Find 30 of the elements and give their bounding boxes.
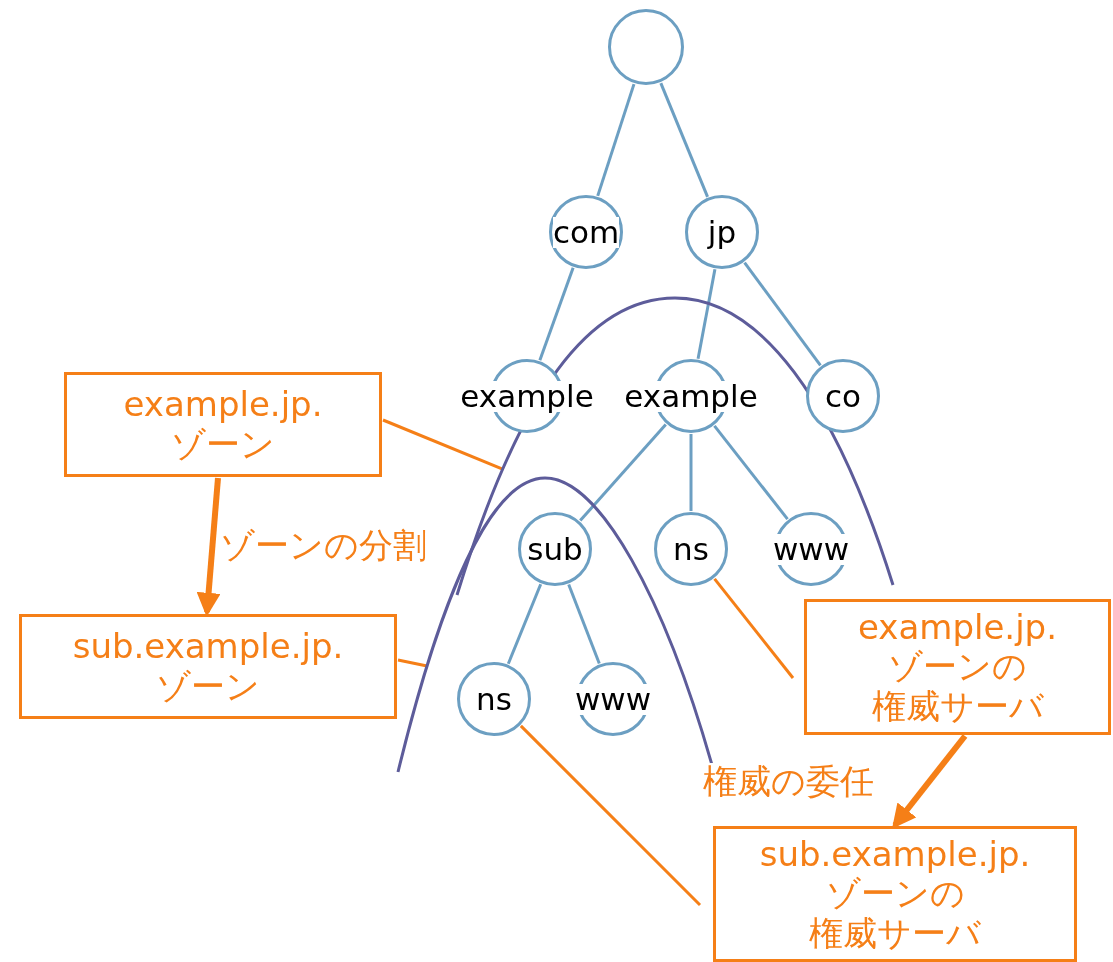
tree-line xyxy=(596,83,636,197)
tree-line xyxy=(696,269,717,359)
leader-line xyxy=(382,418,504,471)
zone-boundary-arc xyxy=(456,297,894,596)
zone-box xyxy=(713,826,1077,962)
zone-box xyxy=(64,372,382,477)
leader-line xyxy=(397,658,428,668)
edge-label: ゾーンの分割 xyxy=(220,527,427,565)
zone-box xyxy=(804,599,1111,735)
domain-label: www xyxy=(772,533,850,565)
zone-label: example.jp.ゾーン xyxy=(122,385,324,464)
tree-line xyxy=(659,82,709,198)
domain-label: www xyxy=(574,683,652,715)
zone-label: example.jp.ゾーンの権威サーバ xyxy=(857,608,1058,726)
domain-label: example xyxy=(624,380,758,412)
tree-line xyxy=(506,583,543,665)
zone-label: sub.example.jp.ゾーン xyxy=(72,627,344,706)
tree-line xyxy=(689,434,693,511)
tree-line xyxy=(579,423,667,522)
tree-line xyxy=(743,261,822,367)
domain-label: com xyxy=(552,216,620,248)
tree-line xyxy=(567,583,601,665)
edge-label: 権威の委任 xyxy=(703,763,874,801)
domain-label: example xyxy=(460,380,594,412)
tree-line xyxy=(538,267,575,361)
leader-line xyxy=(519,724,702,907)
zone-box xyxy=(19,614,397,719)
tree-line xyxy=(713,424,789,521)
zone-label: sub.example.jp.ゾーンの権威サーバ xyxy=(759,835,1031,953)
leader-line xyxy=(713,577,795,679)
